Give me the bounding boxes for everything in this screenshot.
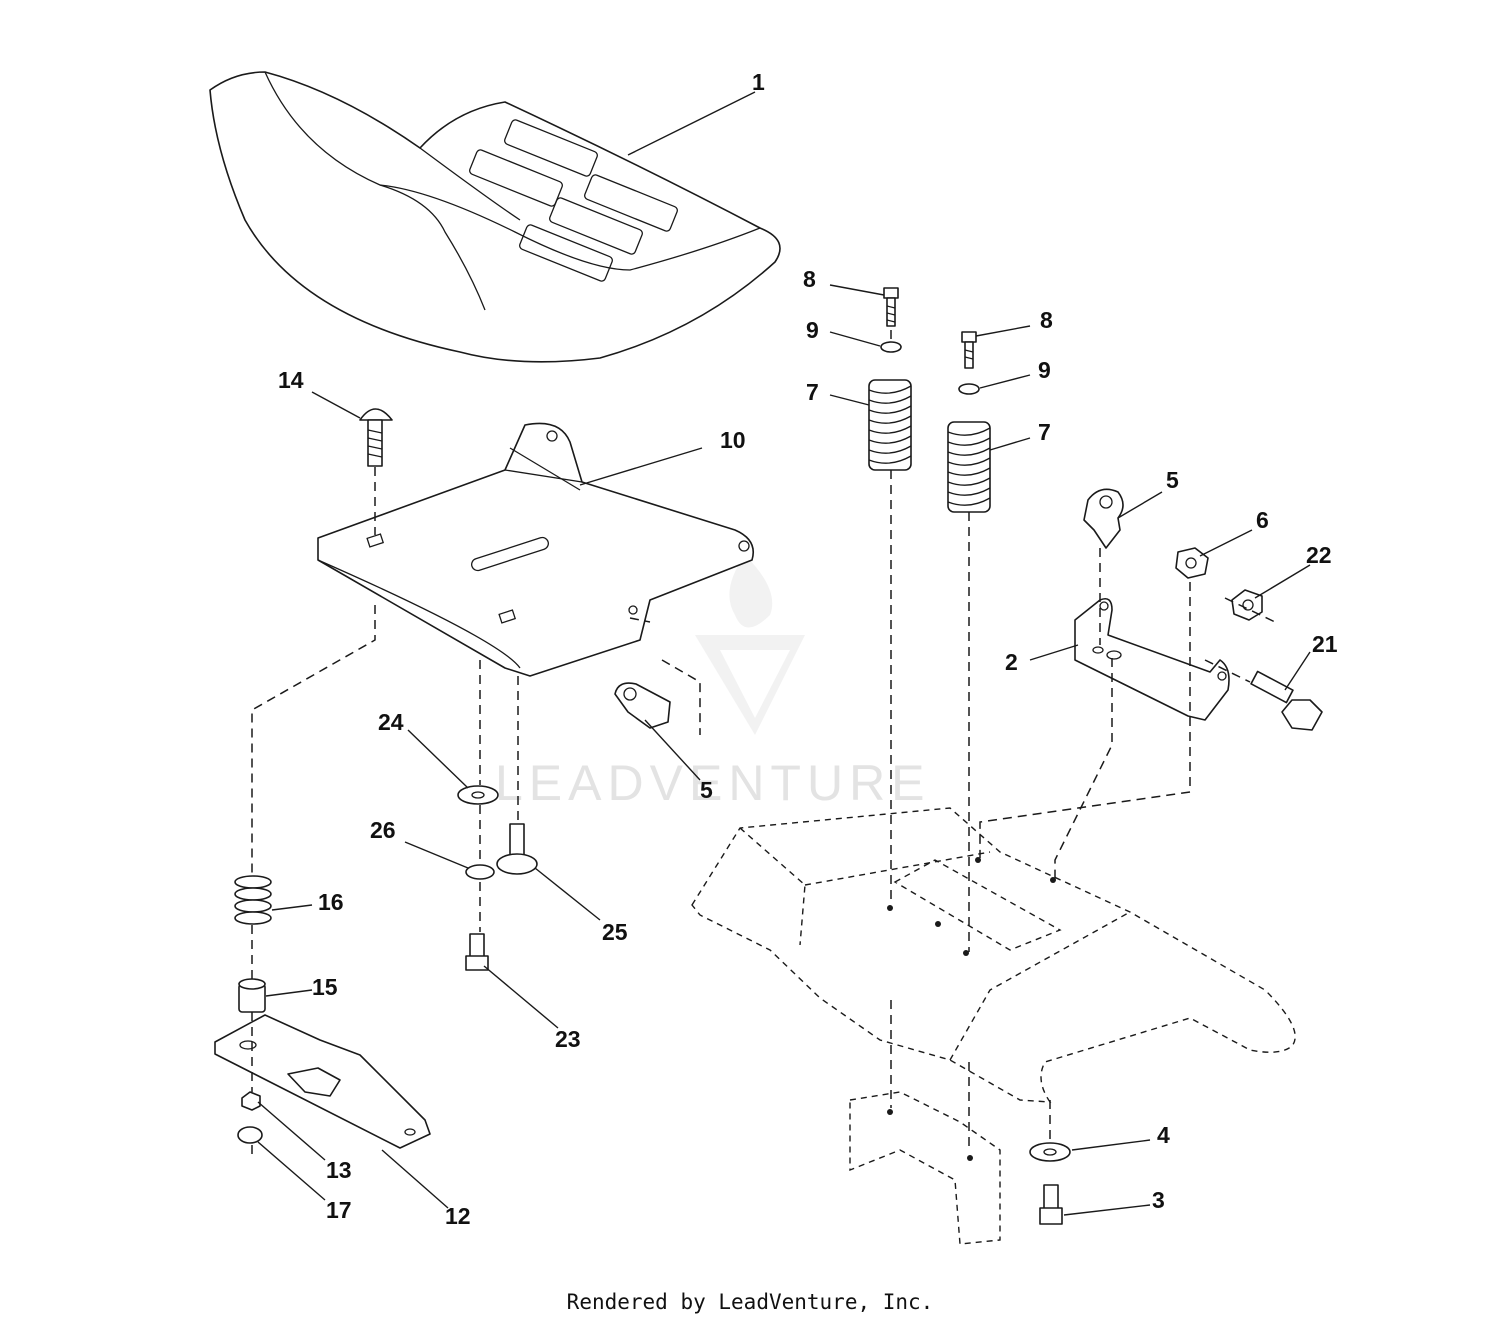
nut-13 [241, 1091, 261, 1111]
callout-5-upper: 5 [1166, 467, 1179, 493]
clip-lower [614, 682, 671, 729]
spring-right [947, 421, 991, 513]
bolt-3 [1039, 1184, 1063, 1225]
callout-5-lower: 5 [700, 777, 713, 803]
clip-upper [1083, 488, 1124, 549]
bolt-right [961, 331, 977, 369]
flange-nut-17 [237, 1126, 263, 1144]
washer-24 [457, 785, 499, 805]
lock-washer [465, 864, 495, 880]
callout-17: 17 [326, 1197, 352, 1223]
callout-24: 24 [378, 709, 404, 735]
assembly-lines [251, 330, 1276, 1158]
callout-12: 12 [445, 1203, 471, 1229]
callout-23: 23 [555, 1026, 581, 1052]
callout-25: 25 [602, 919, 628, 945]
spring-bracket [1074, 597, 1230, 721]
callout-15: 15 [312, 974, 338, 1000]
washer-right [958, 383, 980, 395]
tractor-frame [691, 807, 1296, 1245]
callout-8-left: 8 [803, 266, 816, 292]
callout-labels: 1 10 14 8 9 7 8 9 7 5 6 22 21 2 5 24 26 … [278, 69, 1338, 1229]
nut [1175, 547, 1209, 579]
callout-4: 4 [1157, 1122, 1170, 1148]
washer-left [880, 341, 902, 353]
footer-credit: Rendered by LeadVenture, Inc. [566, 1290, 934, 1314]
callout-10: 10 [720, 427, 746, 453]
callout-3: 3 [1152, 1187, 1165, 1213]
callout-22: 22 [1306, 542, 1332, 568]
flat-washer [1029, 1142, 1071, 1162]
mounting-plate [214, 1014, 431, 1149]
leader-lines [257, 91, 1311, 1216]
watermark-text: LEADVENTURE [495, 755, 931, 811]
callout-6: 6 [1256, 507, 1269, 533]
hex-screw [465, 933, 489, 971]
compression-spring [234, 875, 272, 925]
callout-1: 1 [752, 69, 765, 95]
callout-7-left: 7 [806, 379, 819, 405]
carriage-bolt [359, 408, 393, 467]
callout-21: 21 [1312, 631, 1338, 657]
seat-pan [317, 422, 754, 677]
seat [209, 71, 781, 363]
callout-7-right: 7 [1038, 419, 1051, 445]
shoulder-bolt [1250, 670, 1323, 731]
callout-14: 14 [278, 367, 304, 393]
callout-26: 26 [370, 817, 396, 843]
callout-2: 2 [1005, 649, 1018, 675]
spring-left [868, 379, 912, 471]
jam-nut [1231, 589, 1263, 621]
callout-9-left: 9 [806, 317, 819, 343]
callout-13: 13 [326, 1157, 352, 1183]
callout-9-right: 9 [1038, 357, 1051, 383]
bolt-left [883, 287, 899, 327]
leadventure-logo-icon [695, 555, 805, 735]
flange-bolt [496, 823, 538, 875]
callout-8-right: 8 [1040, 307, 1053, 333]
callout-16: 16 [318, 889, 344, 915]
spacer [238, 978, 266, 1013]
